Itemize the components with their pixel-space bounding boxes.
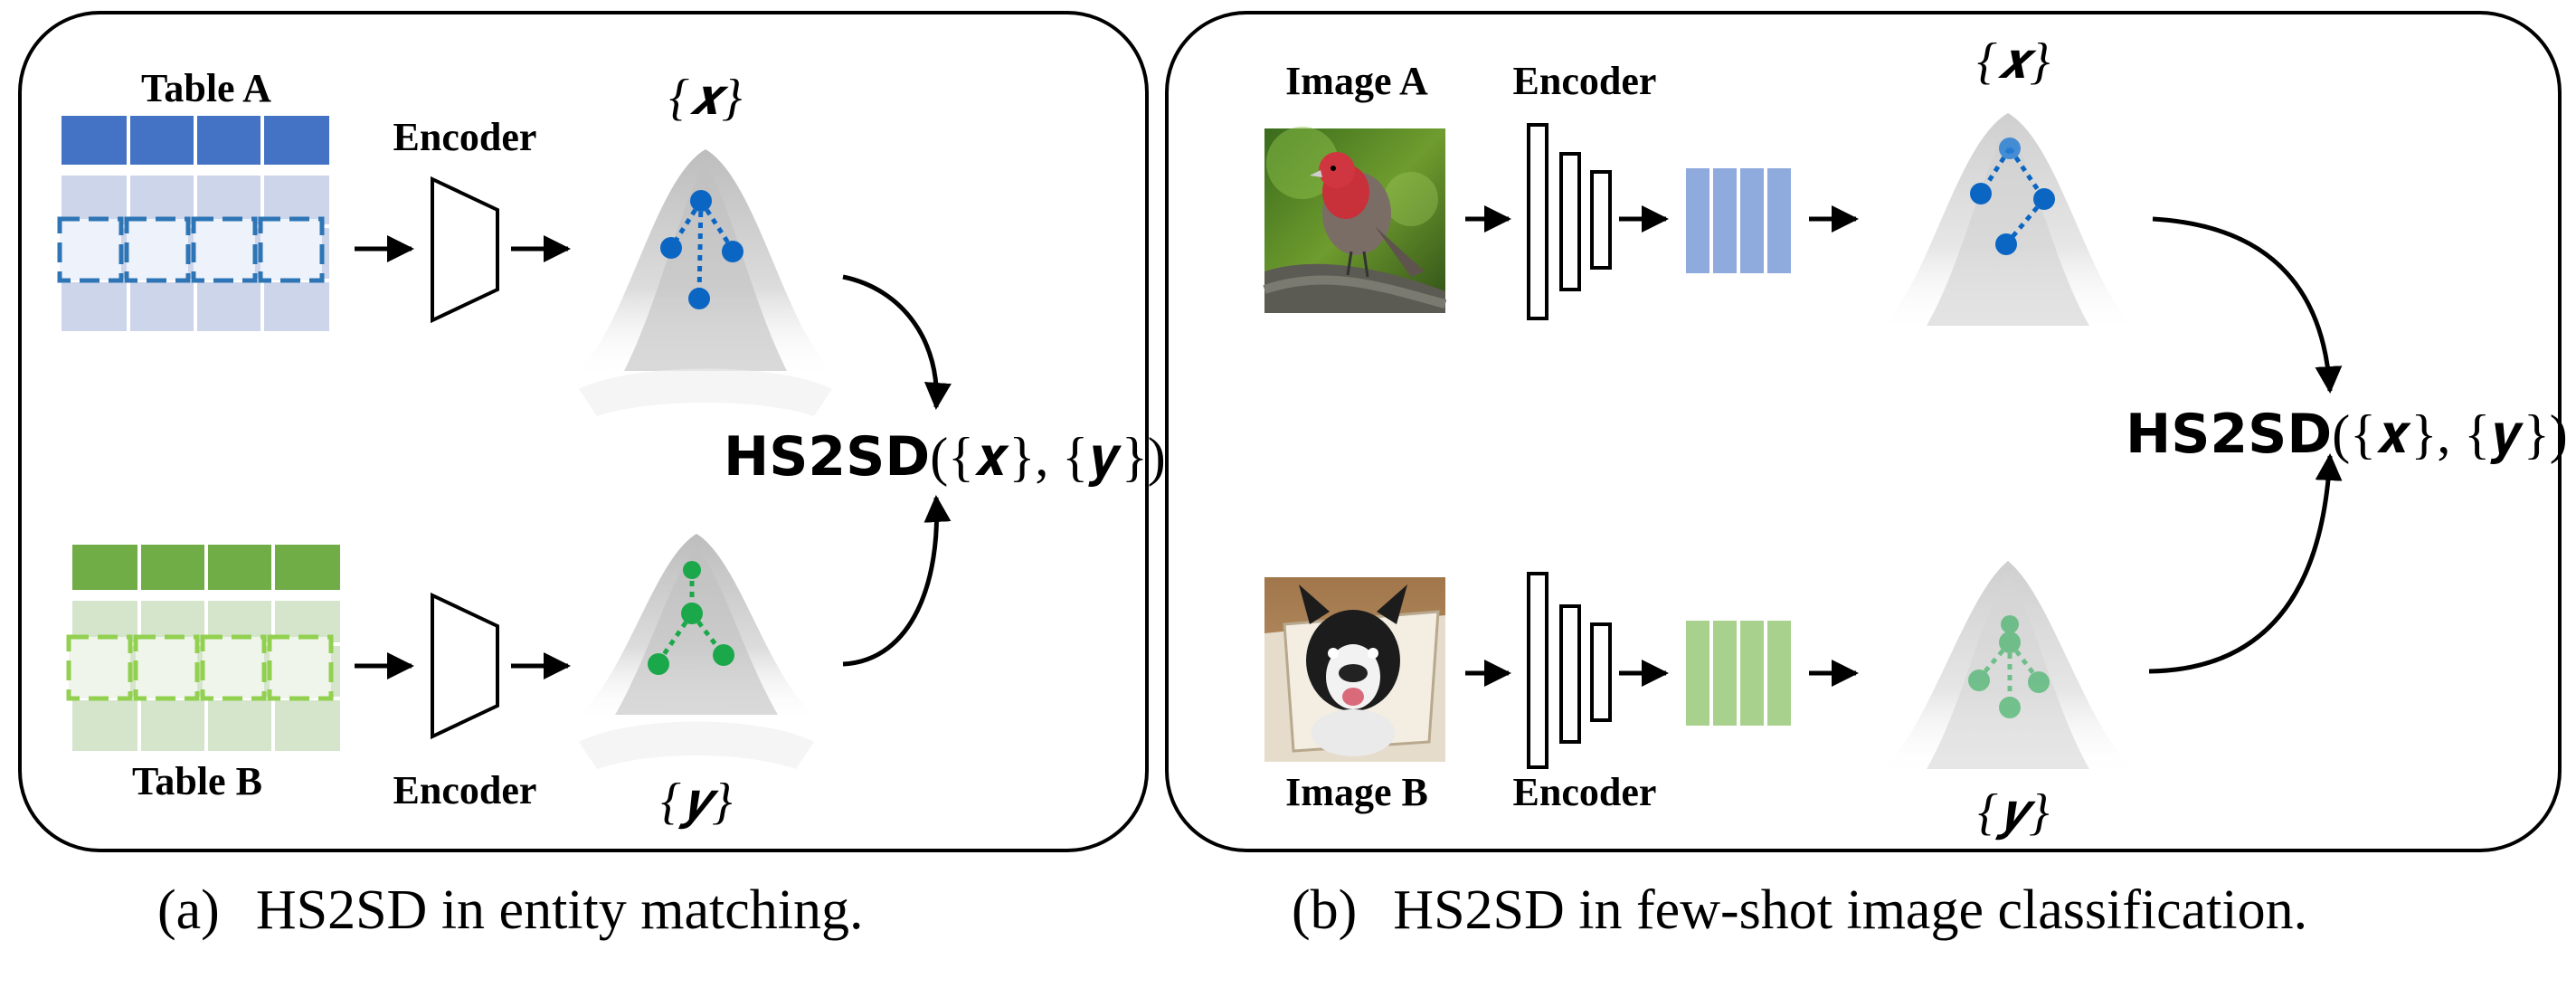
image-b-label: Image B xyxy=(1285,770,1428,814)
dog-photo xyxy=(1264,577,1445,762)
encoder-top-label-b: Encoder xyxy=(1513,59,1657,103)
arrow-icon xyxy=(842,495,952,667)
set-y-label-b: {𝒚} xyxy=(1977,784,2049,841)
point-set-y-b xyxy=(1968,615,2050,718)
point-set-x-b xyxy=(1970,138,2055,255)
formula-b: HS2SD({𝒙}, {𝒚}) xyxy=(2126,403,2568,466)
feature-vector xyxy=(1682,165,1795,277)
encoder-trapezoid xyxy=(431,176,499,324)
caption-a: (a)HS2SD in entity matching. xyxy=(157,879,863,941)
point-set-x-a xyxy=(660,190,743,309)
table-a-label: Table A xyxy=(141,66,271,110)
panel-a-frame xyxy=(18,11,1149,852)
distribution-mountain-icon xyxy=(568,149,843,416)
bird-photo xyxy=(1263,127,1447,313)
arrow-icon xyxy=(842,274,952,410)
table-b xyxy=(66,545,340,751)
set-y-label-a: {𝒚} xyxy=(660,774,732,830)
encoder-trapezoid xyxy=(431,592,499,740)
cnn-encoder-icon xyxy=(1527,123,1612,320)
caption-b: (b)HS2SD in few-shot image classificatio… xyxy=(1292,879,2307,941)
feature-vector xyxy=(1682,617,1795,729)
distribution-mountain-icon xyxy=(1872,113,2144,335)
cnn-encoder-icon xyxy=(1527,572,1612,769)
point-set-y-a xyxy=(648,561,734,675)
formula-a: HS2SD({𝒙}, {𝒚}) xyxy=(724,425,1166,489)
set-x-label-b: {𝒙} xyxy=(1977,33,2050,90)
table-b-label: Table B xyxy=(132,759,262,803)
encoder-bottom-label-a: Encoder xyxy=(393,768,537,812)
panel-b-frame xyxy=(1165,11,2562,852)
image-a-label: Image A xyxy=(1285,59,1428,103)
arrow-icon xyxy=(2152,216,2343,394)
encoder-top-label-a: Encoder xyxy=(393,115,537,159)
table-a xyxy=(57,116,329,331)
set-x-label-a: {𝒙} xyxy=(669,70,743,126)
encoder-bottom-label-b: Encoder xyxy=(1513,770,1657,814)
arrow-icon xyxy=(2148,453,2343,674)
